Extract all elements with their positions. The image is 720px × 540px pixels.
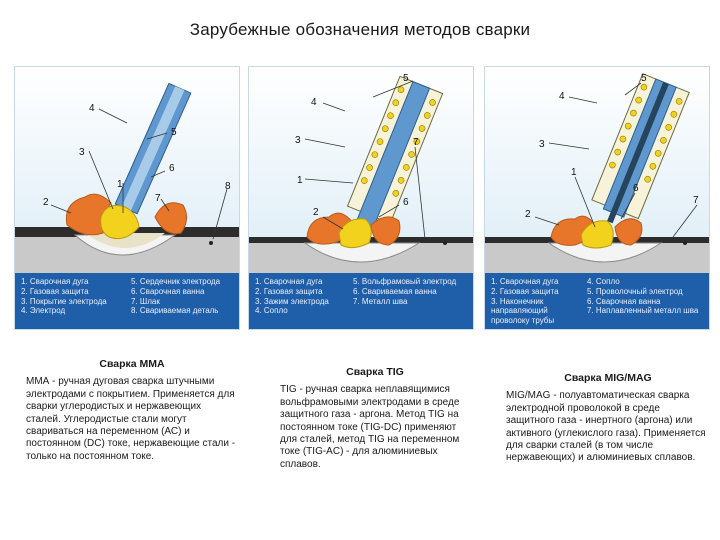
- mig-mag-description: Сварка MIG/MAG MIG/MAG - полуавтоматичес…: [506, 372, 710, 465]
- mma-label-2: 2: [43, 197, 49, 208]
- mma-legend: 1. Сварочная дуга 2. Газовая защита 3. П…: [15, 273, 239, 329]
- legend-item: проволоку трубы: [491, 316, 555, 326]
- legend-item: 7. Металл шва: [353, 296, 408, 306]
- legend-item: 6. Сварочная ванна: [131, 286, 205, 296]
- mig-label-1: 1: [571, 167, 577, 178]
- page-title: Зарубежные обозначения методов сварки: [189, 20, 531, 39]
- tig-heading: Сварка TIG: [346, 366, 404, 378]
- mig-label-5: 5: [641, 73, 647, 84]
- mig-label-6: 6: [633, 183, 639, 194]
- tig-label-6: 6: [403, 197, 409, 208]
- tig-label-7: 7: [413, 137, 419, 148]
- legend-item: 7. Наплавленный металл шва: [587, 306, 699, 316]
- legend-item: 2. Газовая защита: [491, 286, 559, 296]
- mma-label-6: 6: [169, 163, 175, 174]
- legend-item: 5. Проволочный электрод: [587, 286, 683, 296]
- mma-text: ММА - ручная дуговая сварка штучными эле…: [26, 376, 236, 462]
- tig-text: TIG - ручная сварка неплавящимися вольфр…: [280, 384, 460, 470]
- legend-item: 3. Покрытие электрода: [21, 296, 107, 306]
- mig-label-4: 4: [559, 91, 565, 102]
- legend-item: 3. Зажим электрода: [255, 296, 329, 306]
- legend-item: 5. Сердечник электрода: [131, 277, 221, 286]
- mig-mag-diagram: 1 2 3 4 5 6 7: [485, 67, 709, 273]
- tig-legend: 1. Сварочная дуга 2. Газовая защита 3. З…: [249, 273, 473, 329]
- mma-diagram-panel: 1 2 3 4 5 6 7 8 1. Сварочная дуга 2. Газ…: [14, 66, 240, 330]
- tig-label-3: 3: [295, 135, 301, 146]
- mig-mag-text: MIG/MAG - полуавтоматическая сварка элек…: [506, 390, 706, 464]
- tig-label-5: 5: [403, 73, 409, 84]
- mma-label-3: 3: [79, 147, 85, 158]
- legend-item: направляющий: [491, 306, 548, 316]
- legend-item: 8. Свариваемая деталь: [131, 306, 219, 316]
- legend-item: 6. Свариваемая ванна: [353, 286, 437, 296]
- mma-label-1: 1: [117, 179, 123, 190]
- legend-item: 6. Сварочная ванна: [587, 296, 661, 306]
- legend-item: 5. Вольфрамовый электрод: [353, 277, 457, 286]
- mma-label-5: 5: [171, 127, 177, 138]
- tig-description: Сварка TIG TIG - ручная сварка неплавящи…: [280, 366, 470, 471]
- mma-heading: Сварка ММА: [99, 358, 165, 370]
- mig-mag-heading: Сварка MIG/MAG: [564, 372, 652, 384]
- mma-label-7: 7: [155, 193, 161, 204]
- mig-label-2: 2: [525, 209, 531, 220]
- tig-diagram: 1 2 3 4 5 6 7: [249, 67, 473, 273]
- legend-item: 7. Шлак: [131, 296, 160, 306]
- legend-item: 1. Сварочная дуга: [255, 277, 323, 286]
- mig-mag-legend: 1. Сварочная дуга 2. Газовая защита 3. Н…: [485, 273, 709, 329]
- tig-diagram-panel: 1 2 3 4 5 6 7 1. Сварочная дуга 2. Газов…: [248, 66, 474, 330]
- tig-label-2: 2: [313, 207, 319, 218]
- mma-description: Сварка ММА ММА - ручная дуговая сварка ш…: [26, 358, 238, 463]
- legend-item: 4. Сопло: [587, 277, 620, 286]
- legend-item: 4. Сопло: [255, 306, 288, 316]
- mma-label-4: 4: [89, 103, 95, 114]
- tig-label-4: 4: [311, 97, 317, 108]
- mma-diagram: 1 2 3 4 5 6 7 8: [15, 67, 239, 273]
- tig-label-1: 1: [297, 175, 303, 186]
- legend-item: 2. Газовая защита: [255, 286, 323, 296]
- mma-label-8: 8: [225, 181, 231, 192]
- legend-item: 4. Электрод: [21, 306, 66, 316]
- mig-mag-diagram-panel: 1 2 3 4 5 6 7 1. Сварочная дуга 2. Газов…: [484, 66, 710, 330]
- legend-item: 1. Сварочная дуга: [491, 277, 559, 286]
- legend-item: 3. Наконечник: [491, 296, 544, 306]
- legend-item: 2. Газовая защита: [21, 286, 89, 296]
- legend-item: 1. Сварочная дуга: [21, 277, 89, 286]
- mig-label-3: 3: [539, 139, 545, 150]
- mig-label-7: 7: [693, 195, 699, 206]
